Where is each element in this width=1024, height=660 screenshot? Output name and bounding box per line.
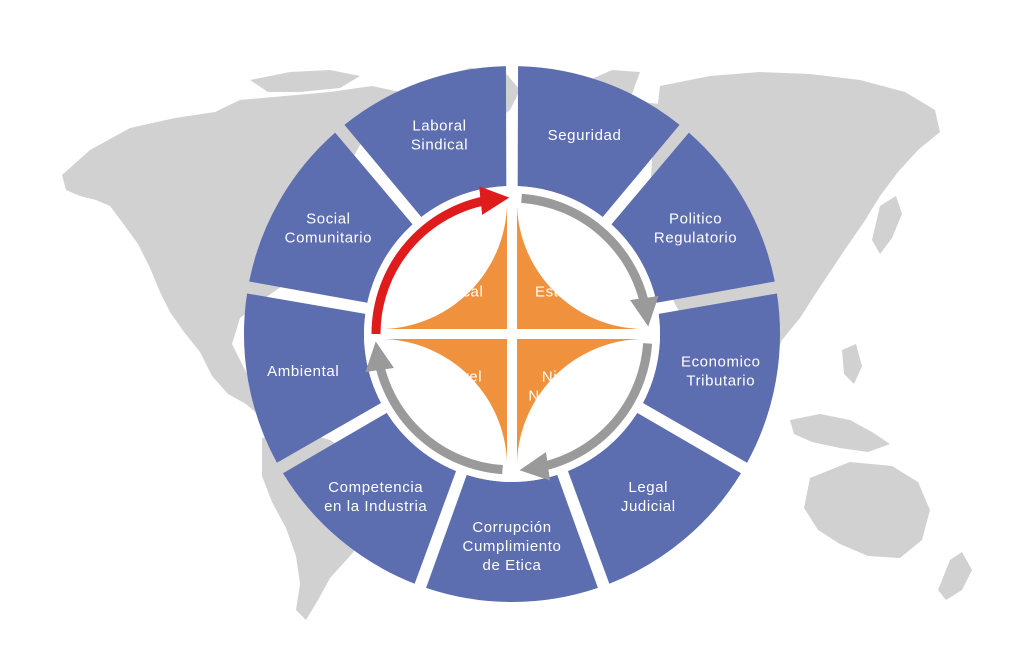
cycle-arrow-intl	[365, 341, 503, 475]
japan-shape	[872, 196, 902, 254]
australia-shape	[804, 462, 930, 558]
southeast-asia-islands-shape	[790, 414, 890, 452]
arctic-islands-shape	[250, 70, 360, 92]
segment-social-comunitario	[249, 132, 413, 303]
quadrant-nivel-local	[384, 206, 507, 329]
segment-laboral-sindical	[344, 66, 507, 218]
quadrant-nivel-nacional	[517, 339, 640, 462]
quadrant-nivel-estatal	[517, 206, 640, 329]
segment-seguridad	[517, 66, 680, 218]
cycle-arrow-estatal	[521, 193, 659, 327]
quadrant-nivel-intl	[384, 339, 507, 462]
inner-disc	[364, 186, 660, 482]
cycle-arrows	[365, 186, 659, 481]
outer-ring	[244, 66, 781, 602]
philippines-shape	[842, 344, 862, 384]
segment-legal-judicial	[567, 412, 741, 584]
new-zealand-shape	[938, 552, 972, 600]
segment-seguridad-label: Seguridad	[548, 127, 622, 144]
segment-ambiental	[244, 293, 382, 463]
segment-competencia-en-la-industria	[283, 412, 457, 584]
progress-arrow-local	[371, 186, 510, 335]
segment-ambiental-label: Ambiental	[267, 363, 339, 380]
segment-corrupcion-cumplimiento-de-etica	[426, 474, 598, 602]
segment-politico-regulatorio	[611, 132, 775, 303]
inner-quadrants	[384, 206, 640, 462]
cycle-arrow-nacional	[519, 343, 653, 481]
segment-economico-tributario	[642, 293, 781, 463]
